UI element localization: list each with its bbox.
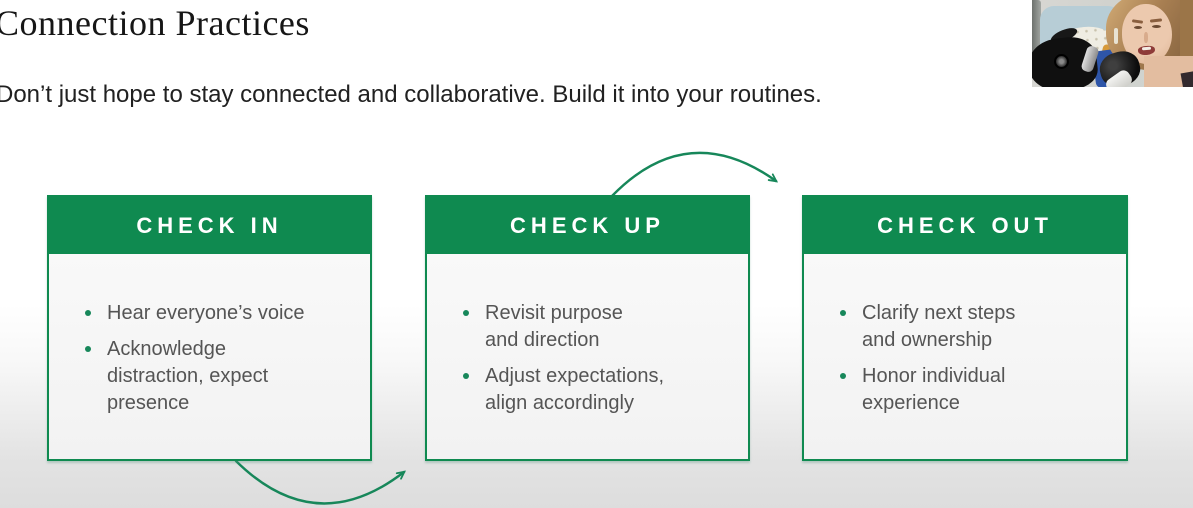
card-check-in: CHECK IN Hear everyone’s voice Acknowled… xyxy=(47,195,372,461)
webcam-presenter-nose xyxy=(1144,32,1148,43)
bullet-text: Hear everyone’s voice xyxy=(107,302,305,324)
card-check-in-header: CHECK IN xyxy=(49,197,370,254)
bullet-item: Honor individual experience xyxy=(840,363,1112,417)
bullet-text: Honor individual experience xyxy=(862,365,1006,414)
webcam-lamp-shape xyxy=(1032,0,1041,62)
slide-title: Connection Practices xyxy=(0,3,310,43)
bullet-dot-icon xyxy=(463,310,469,316)
bullet-item: Clarify next steps and ownership xyxy=(840,300,1112,354)
webcam-presenter-hair-side xyxy=(1180,0,1193,74)
card-check-out-header: CHECK OUT xyxy=(804,197,1126,254)
webcam-camera-lens-shape xyxy=(1054,54,1069,69)
bullet-item: Hear everyone’s voice xyxy=(85,300,356,327)
webcam-presenter-top xyxy=(1180,70,1193,87)
webcam-presenter-eye-right xyxy=(1152,25,1161,28)
bullet-dot-icon xyxy=(85,310,91,316)
bullet-item: Adjust expectations, align accordingly xyxy=(463,363,734,417)
webcam-presenter-earring xyxy=(1114,28,1118,44)
card-check-out-bullets: Clarify next steps and ownership Honor i… xyxy=(804,254,1126,417)
arrow-check-in-to-check-up-icon xyxy=(234,459,404,505)
bullet-item: Revisit purpose and direction xyxy=(463,300,734,354)
bullet-text: Clarify next steps and ownership xyxy=(862,302,1016,351)
bullet-item: Acknowledge distraction, expect presence xyxy=(85,336,356,417)
presenter-webcam-thumbnail xyxy=(1032,0,1193,87)
bullet-text: Adjust expectations, align accordingly xyxy=(485,365,664,414)
bullet-text: Revisit purpose and direction xyxy=(485,302,623,351)
card-check-in-bullets: Hear everyone’s voice Acknowledge distra… xyxy=(49,254,370,417)
card-check-up: CHECK UP Revisit purpose and direction A… xyxy=(425,195,750,461)
card-check-up-header: CHECK UP xyxy=(427,197,748,254)
card-check-out: CHECK OUT Clarify next steps and ownersh… xyxy=(802,195,1128,461)
webcam-presenter-eye-left xyxy=(1134,26,1142,29)
bullet-dot-icon xyxy=(85,346,91,352)
card-check-up-bullets: Revisit purpose and direction Adjust exp… xyxy=(427,254,748,417)
arrow-check-up-to-check-out-icon xyxy=(610,151,776,198)
bullet-dot-icon xyxy=(463,373,469,379)
bullet-text: Acknowledge distraction, expect presence xyxy=(107,338,269,414)
slide-subtitle: Don’t just hope to stay connected and co… xyxy=(0,81,822,108)
bullet-dot-icon xyxy=(840,310,846,316)
bullet-dot-icon xyxy=(840,373,846,379)
